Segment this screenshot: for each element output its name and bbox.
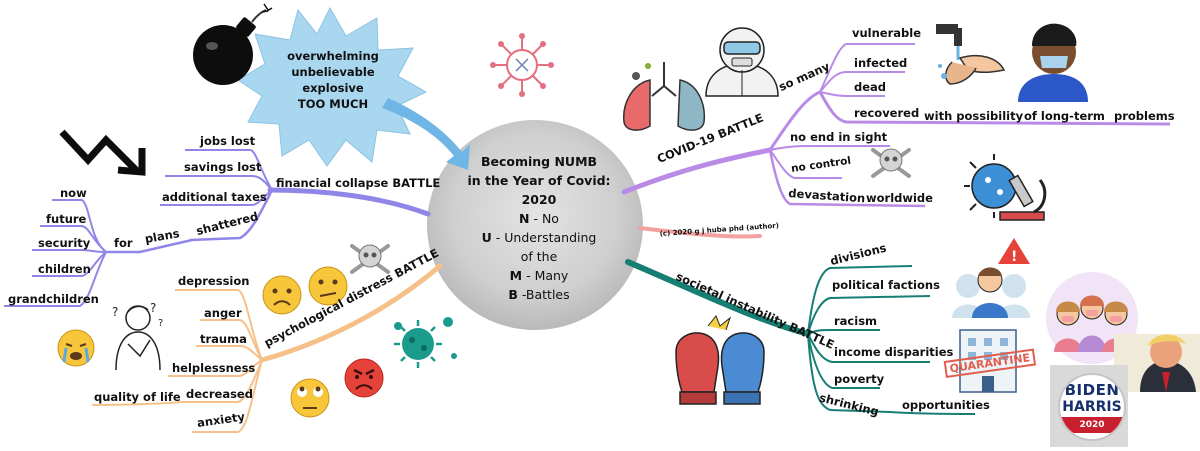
angry-face-icon [344, 358, 384, 398]
boxing-gloves-icon [675, 315, 765, 405]
stressed-person-icon: ? ? ? [112, 301, 163, 371]
burst-line1: overwhelming [287, 49, 379, 63]
node-recovered: recovered [854, 106, 920, 120]
node-now: now [60, 186, 87, 200]
center-year: 2020 [521, 192, 557, 207]
node-helplessness: helplessness [172, 361, 256, 375]
node-jobs-lost: jobs lost [200, 134, 256, 148]
node-with-possibility: with possibility [924, 109, 1024, 123]
node-additional-taxes: additional taxes [162, 190, 267, 204]
node-racism: racism [834, 314, 878, 328]
node-dead: dead [854, 80, 887, 94]
lungs-icon [623, 62, 706, 131]
node-security: security [38, 236, 91, 250]
center-n-text: - No [529, 211, 559, 226]
bomb-icon [193, 3, 273, 85]
node-opportunities: opportunities [902, 398, 990, 412]
trump-portrait [1114, 334, 1200, 392]
virus-icon [490, 33, 554, 97]
center-b-letter: B [508, 287, 518, 302]
burst-line4: TOO MUCH [297, 97, 369, 111]
node-anger: anger [204, 306, 242, 320]
node-quality-of-life: quality of life [94, 390, 181, 404]
node-future: future [46, 212, 87, 226]
node-worldwide: worldwide [866, 191, 933, 205]
badge-line2: HARRIS [1062, 399, 1122, 415]
center-u-text: - Understanding [491, 230, 597, 245]
eye-roll-face-icon [290, 378, 330, 418]
badge-year: 2020 [1060, 417, 1124, 433]
crying-face-icon [57, 329, 95, 367]
explosion-burst [237, 6, 428, 167]
node-infected: infected [854, 56, 908, 70]
node-of-long-term: of long-term [1024, 109, 1105, 123]
burst-text: overwhelming unbelievable explosive TOO … [262, 48, 404, 112]
center-b-text: -Battles [517, 287, 570, 302]
center-u-line: U - Understanding [458, 228, 620, 247]
svg-text:?: ? [150, 301, 156, 315]
covid-branch-line [621, 147, 773, 195]
center-n-line: N - No [458, 209, 620, 228]
center-n-letter: N [519, 211, 530, 226]
societal-branch-line [625, 259, 811, 337]
center-title-line2: in the Year of Covid: [467, 173, 611, 188]
skull-crossbones-icon [350, 244, 390, 274]
svg-text:?: ? [112, 305, 118, 319]
hazmat-worker-icon [705, 27, 779, 97]
down-trend-arrow-icon [59, 129, 146, 176]
burst-line2: unbelievable [291, 65, 375, 79]
warning-crowd-icon: ! [952, 238, 1030, 318]
copyright-branch-line [638, 226, 762, 239]
worried-face-icon [262, 275, 302, 315]
handwashing-icon [936, 24, 1006, 85]
center-blob [427, 120, 643, 330]
microscope-virus-icon [964, 154, 1047, 221]
center-b-line: B -Battles [458, 285, 620, 304]
svg-text:?: ? [158, 318, 163, 329]
psych-branch-line [259, 263, 443, 363]
center-u-letter: U [481, 230, 492, 245]
virus-icon [394, 317, 457, 368]
center-m-letter: M [509, 268, 523, 283]
center-m-line: M - Many [458, 266, 620, 285]
node-trauma: trauma [200, 332, 247, 346]
node-grandchildren: grandchildren [8, 292, 99, 306]
svg-text:!: ! [1011, 249, 1017, 265]
skull-crossbones-icon [871, 148, 911, 178]
masked-person-icon [1018, 23, 1088, 102]
financial-branch-line [267, 187, 431, 217]
node-savings-lost: savings lost [184, 160, 262, 174]
confused-face-icon [308, 266, 348, 306]
burst-line3: explosive [302, 81, 364, 95]
center-title: Becoming NUMB in the Year of Covid: 2020… [458, 152, 620, 304]
node-problems: problems [1114, 109, 1175, 123]
center-title-line1: Becoming NUMB [480, 154, 598, 169]
node-political-factions: political factions [832, 278, 940, 292]
node-no-end: no end in sight [790, 130, 888, 144]
node-depression: depression [178, 274, 250, 288]
node-income-disparities: income disparities [834, 345, 954, 359]
burst-arrow [382, 98, 470, 170]
financial-branch-label: financial collapse BATTLE [276, 176, 441, 190]
badge-line1: BIDEN [1064, 381, 1120, 399]
node-poverty: poverty [834, 372, 885, 386]
quarantine-building-icon [959, 329, 1017, 393]
center-of-the: of the [520, 249, 558, 264]
node-decreased: decreased [186, 387, 253, 401]
node-vulnerable: vulnerable [852, 26, 922, 40]
center-m-text: - Many [522, 268, 569, 283]
node-for: for [114, 236, 133, 250]
campaign-badge: BIDEN HARRIS 2020 [1058, 373, 1126, 441]
node-children: children [38, 262, 91, 276]
